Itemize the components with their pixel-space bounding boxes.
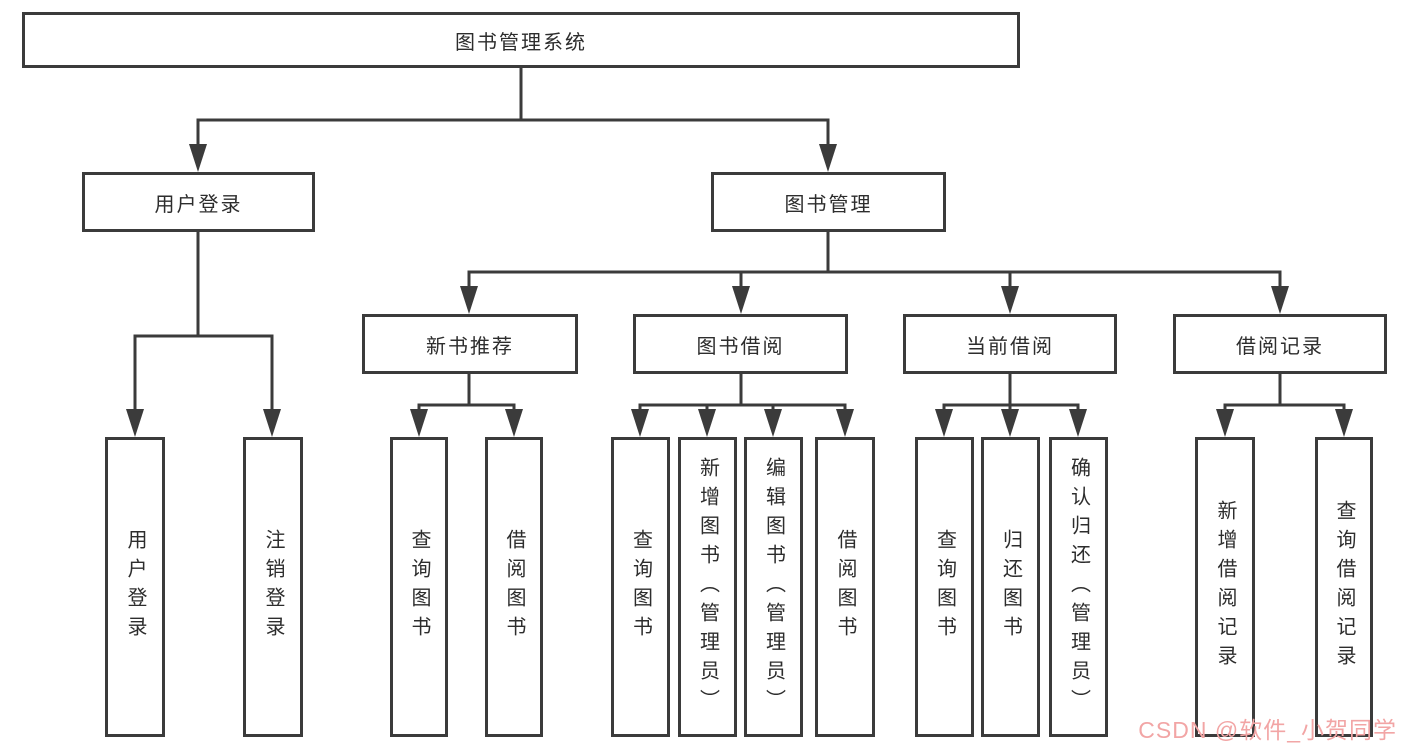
node-book-borrow: 图书借阅	[633, 314, 848, 374]
node-label: 新增借阅记录	[1214, 500, 1236, 674]
node-new-book-recommend: 新书推荐	[362, 314, 578, 374]
node-library-system: 图书管理系统	[22, 12, 1020, 68]
node-book-management: 图书管理	[711, 172, 946, 232]
node-label: 新增图书（管理员）	[696, 456, 719, 718]
node-current-borrow: 当前借阅	[903, 314, 1117, 374]
leaf-borrow-books: 借阅图书	[815, 437, 875, 737]
node-label: 新书推荐	[426, 335, 514, 358]
node-label: 查询图书	[933, 529, 956, 645]
leaf-query-books-borrow: 查询图书	[611, 437, 670, 737]
leaf-confirm-return-admin: 确认归还（管理员）	[1049, 437, 1108, 737]
node-borrow-records: 借阅记录	[1173, 314, 1387, 374]
node-label: 图书管理系统	[455, 31, 587, 54]
leaf-query-books-current: 查询图书	[915, 437, 974, 737]
node-label: 借阅图书	[503, 529, 525, 645]
leaf-query-borrow-record: 查询借阅记录	[1315, 437, 1373, 737]
leaf-user-login: 用户登录	[105, 437, 165, 737]
leaf-add-book-admin: 新增图书（管理员）	[678, 437, 737, 737]
leaf-return-books: 归还图书	[981, 437, 1040, 737]
node-label: 注销登录	[262, 529, 284, 645]
node-label: 确认归还（管理员）	[1067, 456, 1090, 718]
node-label: 编辑图书（管理员）	[762, 456, 785, 718]
leaf-add-borrow-record: 新增借阅记录	[1195, 437, 1255, 737]
node-label: 查询图书	[408, 529, 430, 645]
node-user-login: 用户登录	[82, 172, 315, 232]
node-label: 当前借阅	[966, 335, 1054, 358]
node-label: 用户登录	[154, 193, 243, 216]
node-label: 查询图书	[629, 529, 652, 645]
leaf-logout: 注销登录	[243, 437, 303, 737]
node-label: 图书借阅	[696, 335, 785, 358]
node-label: 图书管理	[784, 193, 873, 216]
node-label: 归还图书	[999, 529, 1022, 645]
node-label: 用户登录	[124, 529, 146, 645]
leaf-borrow-books-recommend: 借阅图书	[485, 437, 543, 737]
node-label: 借阅图书	[834, 529, 856, 645]
leaf-edit-book-admin: 编辑图书（管理员）	[744, 437, 803, 737]
node-label: 查询借阅记录	[1333, 500, 1355, 674]
leaf-query-books-recommend: 查询图书	[390, 437, 448, 737]
node-label: 借阅记录	[1236, 335, 1324, 358]
watermark-text: CSDN @软件_小贺同学	[1138, 717, 1397, 743]
